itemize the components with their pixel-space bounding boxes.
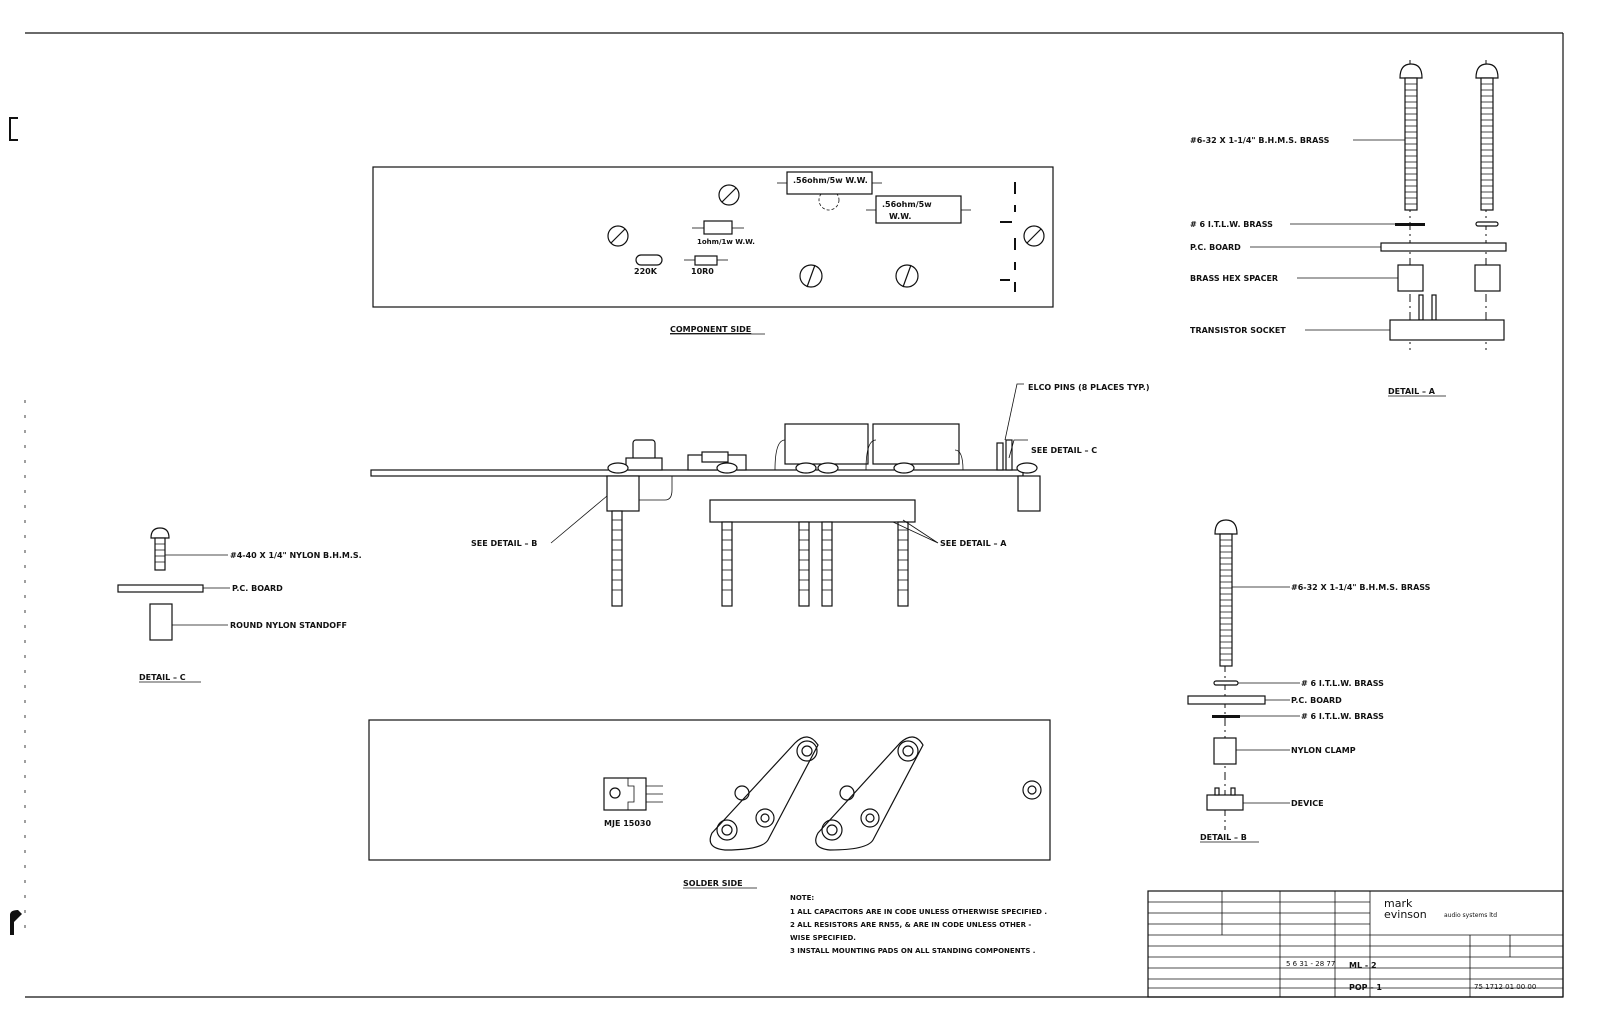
- edge-connector-pins: [1000, 182, 1016, 292]
- see-detail-a-label: SEE DETAIL – A: [940, 539, 1007, 548]
- screw-left: [1399, 63, 1423, 211]
- resistor-r3-label: 1ohm/1w W.W.: [697, 238, 755, 246]
- note-line-3: WISE SPECIFIED.: [790, 934, 856, 942]
- screw-right: [1475, 63, 1499, 211]
- binding-mark-bottom: [10, 910, 22, 935]
- threaded-screw: [897, 521, 909, 607]
- company-logo: mark evinson audio systems ltd: [1384, 897, 1497, 921]
- detail-a: #6-32 X 1-1/4" B.H.M.S. BRASS # 6 I.T.L.…: [1190, 60, 1507, 397]
- detail-c-screw-label: #4-40 X 1/4" NYLON B.H.M.S.: [230, 551, 362, 560]
- resistor-r3: 1ohm/1w W.W.: [692, 220, 755, 246]
- assembly-name: POP - 1: [1349, 983, 1382, 992]
- screw-head: [1023, 225, 1045, 247]
- component-side-view: .56ohm/5w W.W. .56ohm/5w W.W. 1ohm/1w W.…: [372, 166, 1054, 335]
- solder-side-view: MJE 15030 SOLDER SIDE: [368, 719, 1051, 889]
- resistor-r2-label: .56ohm/5w: [882, 200, 932, 209]
- resistor-r5-label: 10R0: [691, 267, 714, 276]
- see-detail-c-label: SEE DETAIL – C: [1031, 446, 1097, 455]
- detail-b-device-label: DEVICE: [1291, 799, 1324, 808]
- detail-b-board-label: P.C. BOARD: [1291, 696, 1342, 705]
- to3-mount-right: [815, 736, 924, 851]
- screw-head: [718, 184, 740, 206]
- detail-c-board-label: P.C. BOARD: [232, 584, 283, 593]
- detail-c: #4-40 X 1/4" NYLON B.H.M.S. P.C. BOARD R…: [117, 527, 362, 683]
- note-line-2: 2 ALL RESISTORS ARE RN55, & ARE IN CODE …: [790, 921, 1031, 929]
- svg-text:mark: mark: [1384, 897, 1413, 910]
- threaded-screw: [821, 521, 833, 607]
- detail-b: #6-32 X 1-1/4" B.H.M.S. BRASS # 6 I.T.L.…: [1187, 519, 1431, 843]
- title-block-date: 5 6 31 - 28 77: [1286, 960, 1335, 968]
- detail-a-board-label: P.C. BOARD: [1190, 243, 1241, 252]
- notes: NOTE: 1 ALL CAPACITORS ARE IN CODE UNLES…: [790, 894, 1047, 955]
- detail-a-socket-label: TRANSISTOR SOCKET: [1190, 326, 1286, 335]
- drawing-number: 75 1712 01 00 00: [1474, 983, 1536, 991]
- threaded-screw: [611, 510, 623, 607]
- screw-head: [799, 264, 823, 288]
- resistor-r1-label: .56ohm/5w W.W.: [793, 176, 868, 185]
- to3-mount-left: [709, 736, 819, 851]
- mje15030-transistor: MJE 15030: [603, 777, 663, 828]
- detail-b-title: DETAIL – B: [1200, 833, 1247, 842]
- resistor-r2-label-2: W.W.: [889, 212, 911, 221]
- title-block: mark evinson audio systems ltd 5 6 31 - …: [1147, 890, 1564, 998]
- mounting-hole: [1022, 780, 1042, 800]
- note-line-1: 1 ALL CAPACITORS ARE IN CODE UNLESS OTHE…: [790, 908, 1047, 916]
- threaded-screw: [721, 521, 733, 607]
- resistor-r2: .56ohm/5w W.W.: [866, 195, 971, 224]
- side-elevation-view: ELCO PINS (8 PLACES TYP.) SEE DETAIL – C…: [370, 383, 1149, 607]
- component-side-title: COMPONENT SIDE: [670, 325, 751, 334]
- screw-head: [895, 264, 919, 288]
- resistor-r1: .56ohm/5w W.W.: [777, 171, 882, 195]
- notes-heading: NOTE:: [790, 894, 814, 902]
- resistor-r4: 220K: [634, 254, 663, 276]
- detail-c-title: DETAIL – C: [139, 673, 186, 682]
- detail-b-screw-label: #6-32 X 1-1/4" B.H.M.S. BRASS: [1291, 583, 1431, 592]
- note-line-4: 3 INSTALL MOUNTING PADS ON ALL STANDING …: [790, 947, 1035, 955]
- binding-mark-top: [9, 117, 18, 141]
- threaded-screw: [798, 521, 810, 607]
- detail-b-washer1-label: # 6 I.T.L.W. BRASS: [1301, 679, 1384, 688]
- resistor-r5: 10R0: [684, 255, 728, 276]
- screw-head: [607, 225, 629, 247]
- detail-a-screw-label: #6-32 X 1-1/4" B.H.M.S. BRASS: [1190, 136, 1330, 145]
- detail-a-spacer-label: BRASS HEX SPACER: [1190, 274, 1278, 283]
- see-detail-b-label: SEE DETAIL – B: [471, 539, 537, 548]
- svg-text:evinson: evinson: [1384, 908, 1427, 921]
- mje15030-label: MJE 15030: [604, 819, 651, 828]
- model-number: ML - 2: [1349, 961, 1377, 970]
- detail-b-washer2-label: # 6 I.T.L.W. BRASS: [1301, 712, 1384, 721]
- company-name: audio systems ltd: [1444, 912, 1497, 919]
- detail-c-standoff-label: ROUND NYLON STANDOFF: [230, 621, 347, 630]
- elco-pins-label: ELCO PINS (8 PLACES TYP.): [1028, 383, 1149, 392]
- solder-side-title: SOLDER SIDE: [683, 879, 743, 888]
- detail-b-clamp-label: NYLON CLAMP: [1291, 746, 1356, 755]
- detail-a-title: DETAIL – A: [1388, 387, 1436, 396]
- detail-a-washer-label: # 6 I.T.L.W. BRASS: [1190, 220, 1273, 229]
- resistor-r4-label: 220K: [634, 267, 658, 276]
